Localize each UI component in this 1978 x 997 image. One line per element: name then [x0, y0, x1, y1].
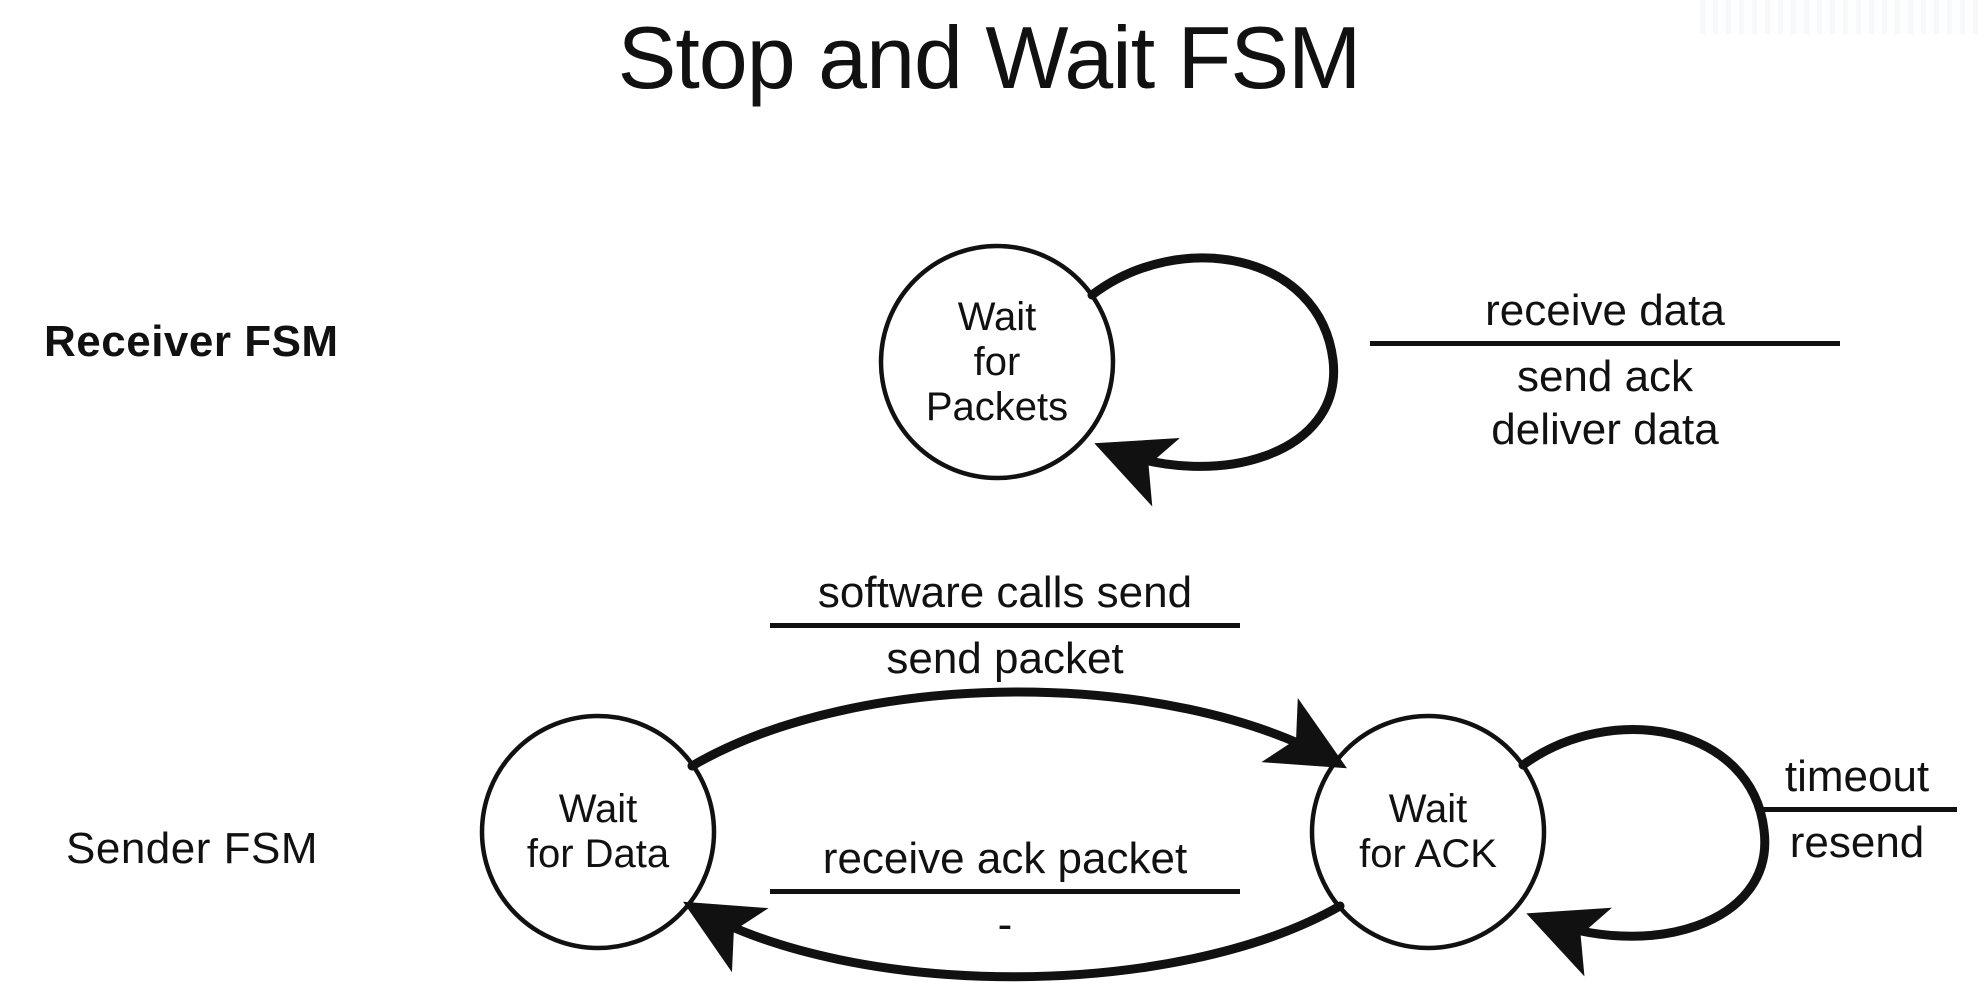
- transition-divider-rule: [770, 622, 1240, 628]
- state-circle-wait-for-data[interactable]: [479, 713, 717, 951]
- page-title: Stop and Wait FSM: [617, 8, 1362, 107]
- transition-action-text: -: [997, 899, 1013, 949]
- transition-arrow-receiver-self-loop[interactable]: [1087, 253, 1339, 507]
- state-circle-wait-for-packets[interactable]: [878, 243, 1116, 481]
- transition-arrow-send-packet[interactable]: [687, 687, 1347, 771]
- transition-divider-rule: [1757, 806, 1957, 812]
- transition-label-receiver-self-loop: receive data send ack deliver data: [1370, 284, 1840, 457]
- transition-action-text: resend: [1789, 817, 1925, 867]
- transition-action-text-2: deliver data: [1491, 405, 1719, 455]
- receiver-fsm-label: Receiver FSM: [44, 317, 339, 366]
- transition-label-receive-ack: receive ack packet -: [770, 832, 1240, 951]
- transition-label-send-packet: software calls send send packet: [770, 566, 1240, 685]
- transition-event-text: timeout: [1784, 752, 1930, 801]
- transition-divider-rule: [1370, 340, 1840, 346]
- transition-divider-rule: [770, 888, 1240, 894]
- transition-arrow-sender-self-loop[interactable]: [1518, 725, 1770, 977]
- transition-event-text: software calls send: [817, 568, 1193, 617]
- sender-fsm-label: Sender FSM: [66, 824, 318, 873]
- transition-label-timeout: timeout resend: [1752, 750, 1962, 869]
- transition-arrow-receive-ack[interactable]: [683, 901, 1345, 982]
- transition-event-text: receive ack packet: [822, 834, 1188, 883]
- state-circle-wait-for-ack[interactable]: [1309, 713, 1547, 951]
- transition-event-text: receive data: [1485, 286, 1725, 335]
- transition-action-text-1: send ack: [1516, 351, 1694, 401]
- transition-action-text: send packet: [886, 633, 1124, 683]
